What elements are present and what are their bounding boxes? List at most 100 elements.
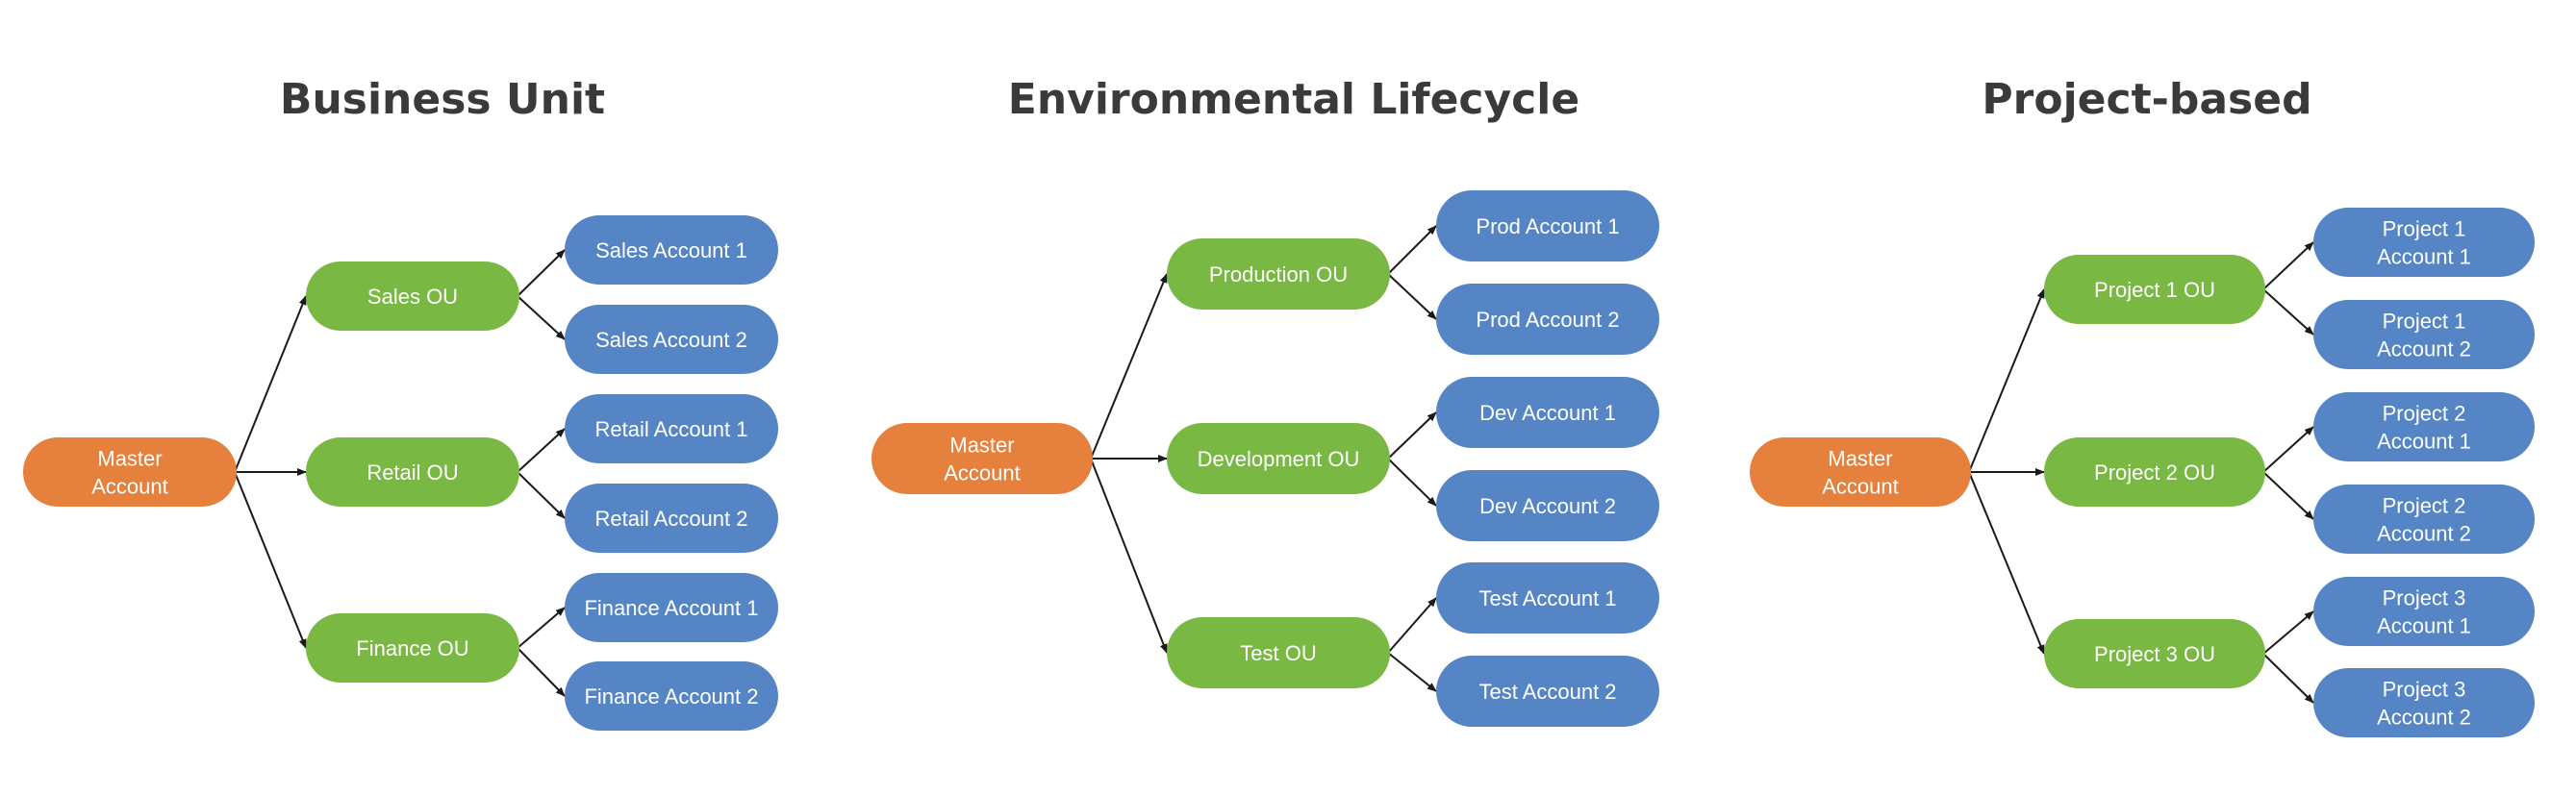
ou-node: Finance OU [306,613,519,683]
account-node: Sales Account 1 [565,215,778,285]
edge-ou-to-account [517,249,566,297]
edge-ou-to-account [2262,653,2314,704]
edge-ou-to-account [517,428,566,473]
account-node: Prod Account 1 [1436,190,1659,261]
ou-node: Project 3 OU [2044,619,2265,688]
edge-master-to-ou [1090,458,1168,654]
account-node-shape [2313,208,2535,277]
account-node-shape [2313,485,2535,554]
account-node-shape [1436,562,1659,634]
ou-node-label: Project 2 OU [2094,460,2215,485]
edge-ou-to-account [517,647,566,697]
ou-node-label: Production OU [1209,262,1348,286]
ou-node: Project 1 OU [2044,255,2265,324]
master-account-node-shape [871,423,1093,494]
account-node: Finance Account 2 [565,661,778,731]
account-node-label: Prod Account 2 [1476,308,1619,332]
ou-node-label: Project 1 OU [2094,278,2215,302]
ou-node-shape [1167,423,1390,494]
account-node-shape [1436,470,1659,541]
ou-node-shape [306,261,519,331]
edge-ou-to-account [1387,273,1437,320]
account-node-shape [565,484,778,553]
edge-master-to-ou [1968,288,2045,473]
account-node-shape [565,305,778,374]
ou-node-shape [306,613,519,683]
ou-node-shape [1167,238,1390,310]
account-node-shape [2313,300,2535,369]
ou-node-label: Sales OU [367,285,458,309]
edge-ou-to-account [2262,471,2314,520]
account-node-label: Dev Account 1 [1479,401,1616,425]
edge-ou-to-account [1387,597,1437,654]
ou-node-label: Development OU [1198,447,1360,471]
edge-master-to-ou [1090,273,1168,460]
edge-ou-to-account [1387,458,1437,507]
ou-node: Sales OU [306,261,519,331]
account-node-label: Retail Account 2 [595,507,748,531]
account-node-label: Test Account 2 [1478,680,1616,704]
account-node-label: Sales Account 1 [595,238,747,262]
master-account-node-shape [23,437,237,507]
edge-master-to-ou [1968,471,2045,655]
account-node-label: Finance Account 2 [584,684,758,709]
account-node-label: Prod Account 1 [1476,214,1619,238]
account-node-label: Test Account 1 [1478,586,1616,610]
account-node-shape [2313,577,2535,646]
account-node-shape [565,394,778,463]
ou-node-shape [306,437,519,507]
ou-node: Retail OU [306,437,519,507]
account-node-shape [2313,668,2535,737]
edge-ou-to-account [517,471,566,519]
account-node: Dev Account 2 [1436,470,1659,541]
edge-ou-to-account [1387,652,1437,692]
account-node: Sales Account 2 [565,305,778,374]
account-node: Dev Account 1 [1436,377,1659,448]
account-node: Retail Account 2 [565,484,778,553]
edge-master-to-ou [234,295,307,473]
account-node-shape [1436,377,1659,448]
ou-node-shape [2044,437,2265,507]
panel-title: Environmental Lifecycle [1008,75,1579,124]
account-node-shape [2313,392,2535,461]
master-account-node-shape [1750,437,1971,507]
account-node-label: Sales Account 2 [595,328,747,352]
ou-node: Test OU [1167,617,1390,688]
account-node: Finance Account 1 [565,573,778,642]
ou-node-shape [2044,619,2265,688]
account-node-shape [565,661,778,731]
ou-node-label: Project 3 OU [2094,642,2215,666]
ou-node: Production OU [1167,238,1390,310]
account-node-shape [1436,190,1659,261]
ou-node-label: Retail OU [366,460,458,485]
account-node-shape [565,573,778,642]
account-node-label: Finance Account 1 [584,596,758,620]
edge-ou-to-account [2262,610,2314,655]
edge-ou-to-account [2262,241,2314,290]
ou-node: Development OU [1167,423,1390,494]
ou-node-shape [2044,255,2265,324]
ou-node: Project 2 OU [2044,437,2265,507]
ou-node-shape [1167,617,1390,688]
edge-ou-to-account [2262,288,2314,336]
account-node-shape [1436,656,1659,727]
account-node-label: Dev Account 2 [1479,494,1616,518]
account-node: Retail Account 1 [565,394,778,463]
edge-ou-to-account [2262,426,2314,473]
ou-node-label: Test OU [1240,641,1316,665]
edge-master-to-ou [234,471,307,649]
account-node: Test Account 2 [1436,656,1659,727]
